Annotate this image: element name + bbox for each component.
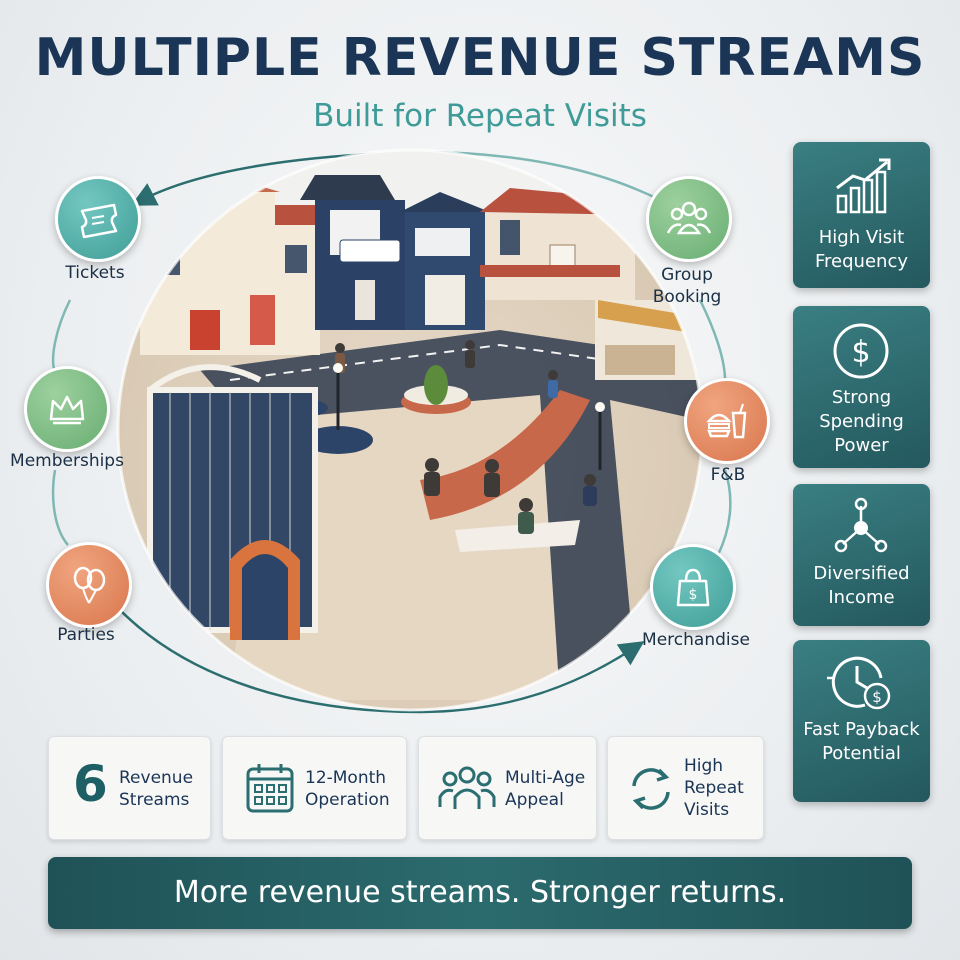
stat-label: Revenue Streams — [119, 768, 194, 810]
page-title: MULTIPLE REVENUE STREAMS — [34, 28, 926, 88]
stat-high-repeat-visits: High Repeat Visits — [607, 736, 764, 840]
stat-label: High Repeat Visits — [684, 756, 744, 820]
svg-text:$: $ — [872, 688, 882, 706]
shopping-bag-icon: $ — [676, 568, 710, 607]
stream-label-fnb: F&B — [710, 465, 746, 485]
benefit-card-spending-power: $ Strong Spending Power — [793, 306, 930, 468]
stat-value: 6 — [73, 755, 108, 813]
growth-chart-icon — [836, 158, 891, 214]
benefit-label: Fast Payback Potential — [803, 719, 920, 764]
benefit-card-visit-frequency: High Visit Frequency — [793, 142, 930, 288]
calendar-icon — [246, 764, 294, 813]
stream-parties — [46, 542, 132, 628]
stream-memberships — [24, 366, 110, 452]
stat-label: 12-Month Operation — [305, 768, 390, 810]
stream-label-parties: Parties — [57, 625, 115, 645]
people-icon — [438, 766, 496, 809]
stream-label-merchandise: Merchandise — [642, 630, 750, 650]
svg-text:$: $ — [689, 587, 698, 603]
stream-label-tickets: Tickets — [65, 263, 125, 283]
tagline-banner: More revenue streams. Stronger returns. — [48, 857, 912, 929]
balloons-icon — [73, 566, 106, 604]
dollar-icon: $ — [833, 323, 889, 379]
group-icon — [666, 201, 712, 235]
stat-12-month-operation: 12-Month Operation — [222, 736, 407, 840]
benefit-label: High Visit Frequency — [815, 227, 908, 272]
stat-label: Multi-Age Appeal — [505, 768, 586, 810]
stat-multi-age-appeal: Multi-Age Appeal — [418, 736, 597, 840]
ticket-icon — [80, 203, 118, 239]
svg-text:$: $ — [851, 335, 870, 370]
page-subtitle: Built for Repeat Visits — [313, 98, 647, 134]
crown-icon — [49, 395, 85, 425]
clock-dollar-icon: $ — [827, 656, 891, 710]
food-drink-icon — [706, 403, 747, 439]
stream-merchandise: $ — [650, 544, 736, 630]
benefit-card-fast-payback: $ Fast Payback Potential — [793, 640, 930, 802]
benefit-label: Diversified Income — [813, 563, 910, 608]
stat-revenue-streams: 6 Revenue Streams — [48, 736, 211, 840]
stream-group-booking — [646, 176, 732, 262]
stream-label-memberships: Memberships — [10, 451, 124, 471]
benefit-card-diversified-income: Diversified Income — [793, 484, 930, 626]
repeat-icon — [632, 768, 670, 810]
benefit-label: Strong Spending Power — [819, 387, 904, 456]
network-icon — [834, 497, 888, 553]
stream-label-group-booking: Group Booking — [652, 265, 722, 307]
stream-fnb — [684, 378, 770, 464]
stream-tickets — [55, 176, 141, 262]
